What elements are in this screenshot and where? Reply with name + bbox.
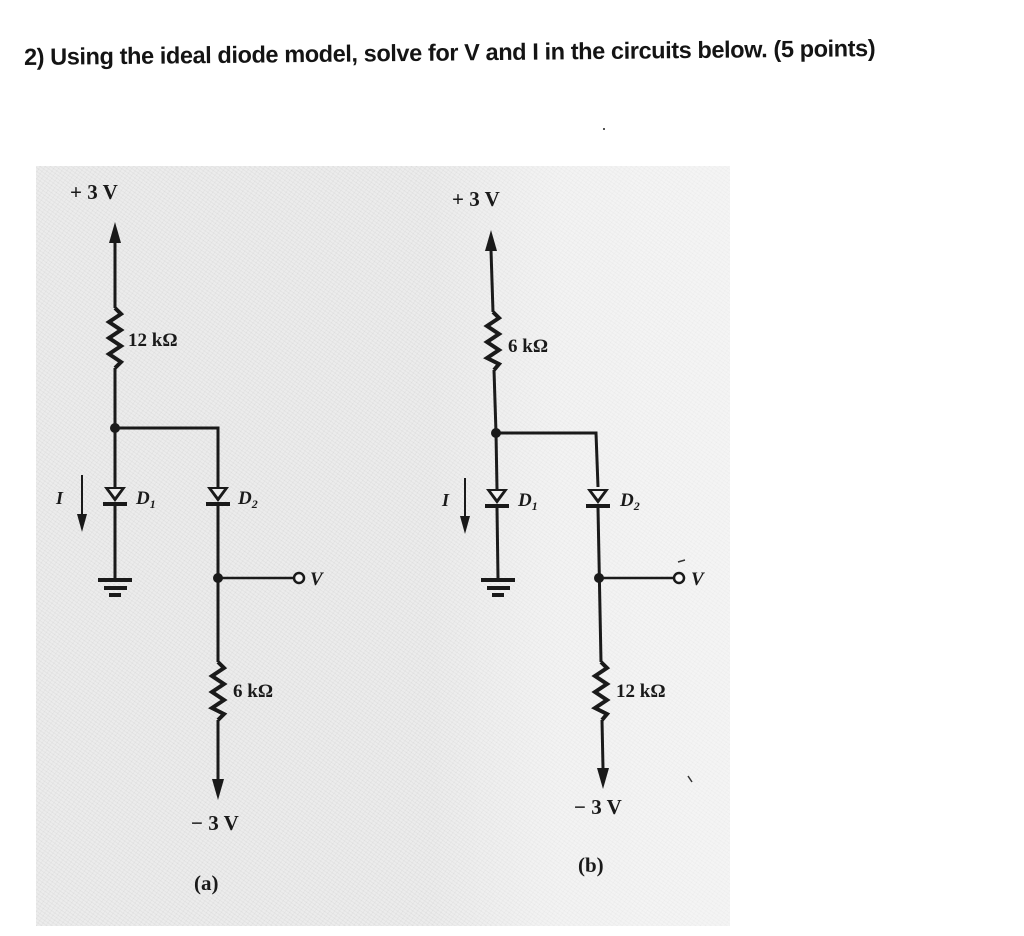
output-terminal-b (672, 571, 686, 585)
current-arrow-icon-a (77, 514, 87, 532)
circuit-b (460, 230, 686, 789)
caption-a: (a) (194, 871, 219, 895)
scan-fade (430, 166, 730, 926)
current-label-a: I (55, 488, 64, 508)
supply-top-label-b: + 3 V (452, 187, 500, 211)
resistor-bottom-a (208, 660, 228, 722)
current-arrow-icon-b (460, 516, 470, 534)
resistor-bottom-label-a: 6 kΩ (233, 681, 273, 702)
output-terminal-a (292, 571, 306, 585)
scan-artifact (687, 775, 693, 783)
current-label-b: I (441, 490, 450, 510)
supply-bottom-label-a: − 3 V (191, 811, 239, 835)
diode2-label-b: D2 (619, 490, 640, 513)
scan-speck (603, 128, 605, 130)
output-label-a: V (310, 569, 324, 590)
diode1-label-a: D1 (135, 488, 156, 511)
diode-d1-a-icon (103, 487, 127, 506)
diode-d2-b-icon (586, 489, 610, 508)
scanned-figure-background (36, 166, 730, 926)
resistor-top-label-a: 12 kΩ (128, 330, 178, 351)
supply-bottom-label-b: − 3 V (574, 795, 622, 819)
circuit-a (77, 222, 306, 800)
diode2-label-a: D2 (237, 488, 258, 511)
diode1-label-b: D1 (517, 490, 538, 513)
ground-icon-a (98, 578, 132, 597)
supply-arrow-down-icon (212, 779, 224, 800)
diode-d1-b-icon (485, 489, 509, 508)
resistor-top-label-b: 6 kΩ (508, 336, 548, 357)
supply-arrow-up-icon (485, 230, 497, 251)
resistor-top-a (105, 306, 125, 370)
diode-d2-a-icon (206, 487, 230, 506)
resistor-bottom-label-b: 12 kΩ (616, 681, 666, 702)
output-label-b: V (691, 569, 705, 590)
supply-top-label-a: + 3 V (70, 180, 118, 204)
supply-arrow-down-icon (597, 768, 609, 789)
resistor-top-b (483, 310, 503, 372)
caption-b: (b) (578, 853, 604, 877)
scan-artifact (677, 559, 686, 563)
ground-icon-b (481, 578, 515, 597)
supply-arrow-up-icon (109, 222, 121, 243)
resistor-bottom-b (591, 660, 611, 722)
